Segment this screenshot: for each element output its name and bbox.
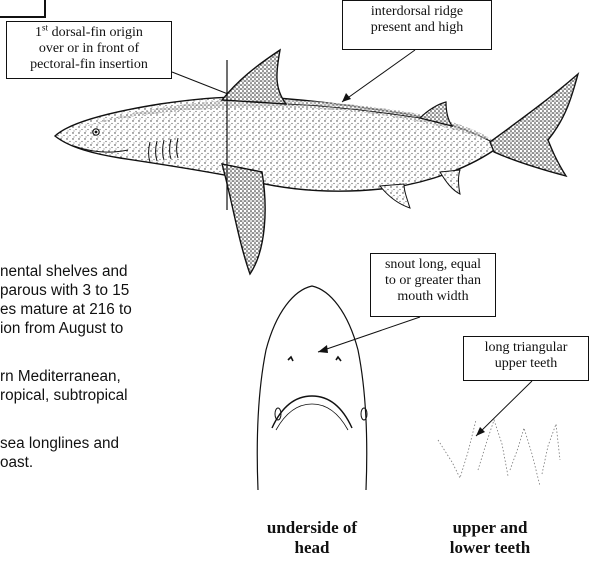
callout-line: to or greater than: [375, 273, 491, 289]
caption-upper-and-lower-teeth: upper and lower teeth: [425, 518, 555, 558]
teeth-callout-pointer: [476, 381, 532, 436]
distribution-paragraph: rn Mediterranean, ropical, subtropical: [0, 367, 292, 405]
callout-line: interdorsal ridge: [347, 4, 487, 20]
callout-line: over or in front of: [11, 41, 167, 57]
habitat-paragraph: nental shelves and parous with 3 to 15 e…: [0, 262, 292, 338]
interdorsal-callout-pointer: [342, 50, 415, 102]
caption-line: underside of: [242, 518, 382, 538]
shark-drawing: [55, 50, 578, 274]
text-line: nental shelves and: [0, 262, 292, 281]
first-dorsal-fin: [222, 50, 286, 104]
callout-line: present and high: [347, 20, 487, 36]
callout-interdorsal-ridge: interdorsal ridge present and high: [342, 0, 492, 50]
caudal-fin: [490, 74, 578, 176]
text-line: ropical, subtropical: [0, 386, 292, 405]
callout-line: pectoral-fin insertion: [11, 57, 167, 73]
text-line: parous with 3 to 15: [0, 281, 292, 300]
text-line: ion from August to: [0, 319, 292, 338]
text-line: es mature at 216 to: [0, 300, 292, 319]
teeth-drawing: [438, 420, 560, 486]
callout-snout-length: snout long, equal to or greater than mou…: [370, 253, 496, 317]
text-line: oast.: [0, 453, 292, 472]
snout-callout-pointer: [318, 317, 420, 352]
text-line: sea longlines and: [0, 434, 292, 453]
caption-line: upper and: [425, 518, 555, 538]
text-line: rn Mediterranean,: [0, 367, 292, 386]
dorsal-callout-pointer: [172, 72, 228, 94]
caption-line: head: [242, 538, 382, 558]
callout-dorsal-fin-origin: 1st dorsal-fin origin over or in front o…: [6, 21, 172, 79]
fisheries-paragraph: sea longlines and oast.: [0, 434, 292, 472]
callout-line: snout long, equal: [375, 257, 491, 273]
caption-line: lower teeth: [425, 538, 555, 558]
callout-line: upper teeth: [468, 356, 584, 372]
caption-underside-of-head: underside of head: [242, 518, 382, 558]
callout-upper-teeth: long triangular upper teeth: [463, 336, 589, 381]
pectoral-fin: [222, 164, 265, 274]
callout-line: 1st dorsal-fin origin: [11, 25, 167, 41]
callout-line: long triangular: [468, 340, 584, 356]
callout-line: mouth width: [375, 289, 491, 305]
